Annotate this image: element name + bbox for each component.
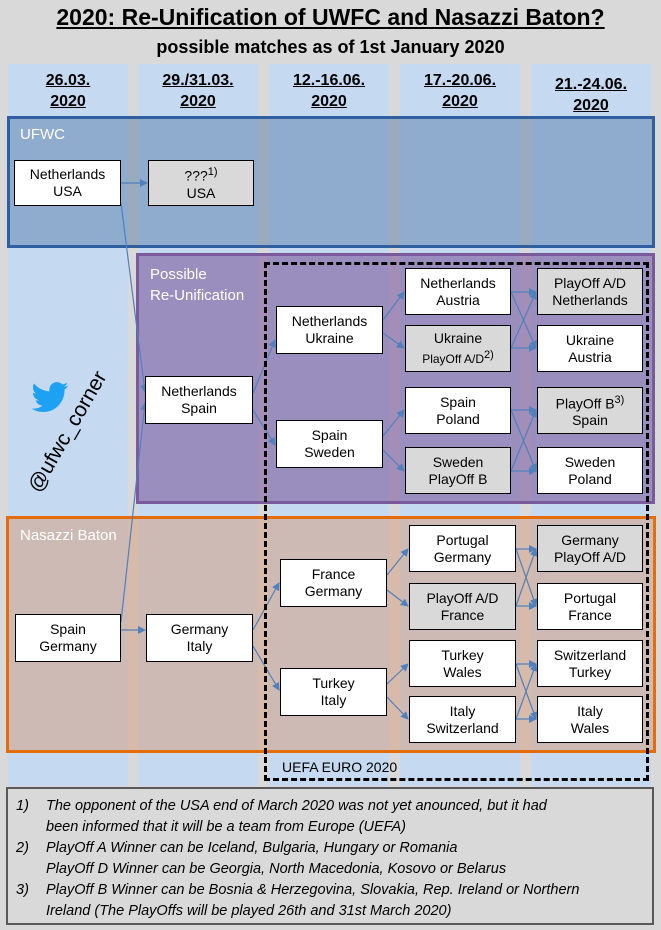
nasazzi-label: Nasazzi Baton <box>20 527 117 544</box>
column-header-3: 12.-16.06.2020 <box>292 72 366 110</box>
uefa-euro-2020-label: UEFA EURO 2020 <box>282 759 398 775</box>
column-header-2: 29./31.03.2020 <box>162 72 234 110</box>
page-title: 2020: Re-Unification of UWFC and Nasazzi… <box>56 4 605 30</box>
footnote-1: 1) The opponent of the USA end of March … <box>16 798 547 835</box>
footnote-3: 3) PlayOff B Winner can be Bosnia & Herz… <box>16 882 580 919</box>
match-tbd-usa: ???1)USA <box>148 160 254 206</box>
column-header-1: 26.03.2020 <box>45 72 91 110</box>
footnote-2: 2) PlayOff A Winner can be Iceland, Bulg… <box>16 840 507 877</box>
column-header-4: 17.-20.06.2020 <box>423 72 497 110</box>
column-header-5: 21.-24.06.2020 <box>554 76 628 114</box>
twitter-bird-icon <box>31 382 69 412</box>
footnotes-panel: 1) The opponent of the USA end of March … <box>6 787 654 925</box>
ufwc-label: UFWC <box>20 126 65 143</box>
uefa-euro-2020-frame <box>264 262 649 781</box>
page-subtitle: possible matches as of 1st January 2020 <box>156 37 505 57</box>
match-playoff-b-spain: PlayOff B3)Spain <box>537 387 643 434</box>
